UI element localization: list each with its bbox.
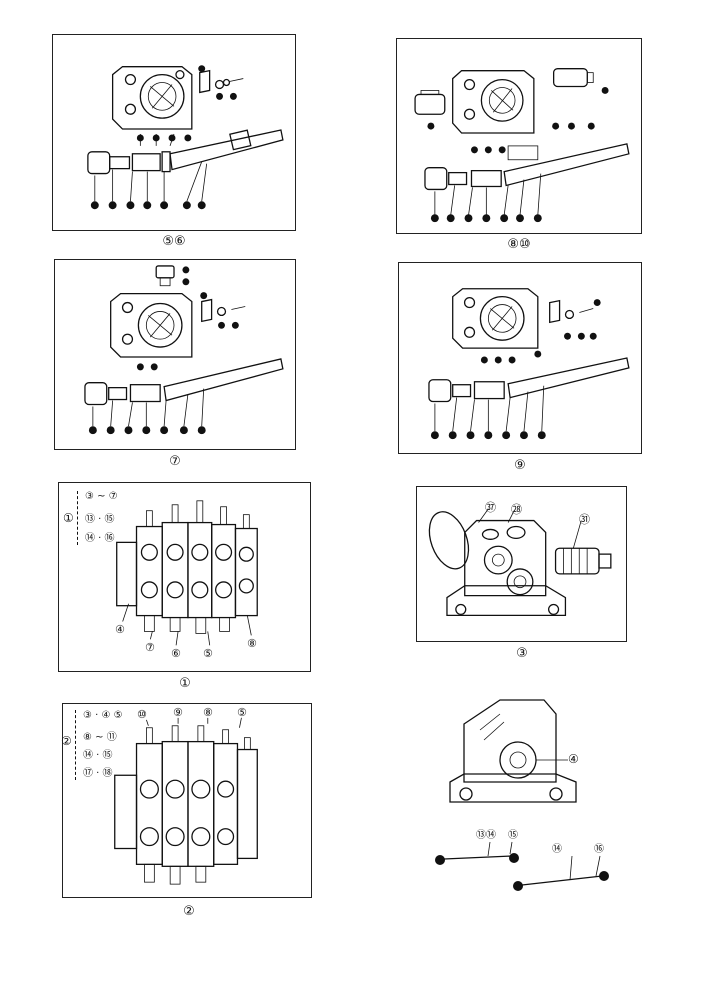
figure-3-frame: ㊲ ㉘ ㉛ [416,486,627,642]
figure-3-callout-31: ㉛ [579,513,590,526]
figure-1-group-bracket [77,491,84,545]
figure-8-10-caption: ⑧⑩ [507,237,531,252]
figure-2-group-item-1: ③ · ④ ⑤ [83,710,123,721]
figure-1-group-item-3: ⑭ · ⑯ [85,533,115,544]
figure-2-callout-10: ⑩ [137,708,147,721]
figure-7-caption: ⑦ [169,454,181,469]
figure-3-caption: ③ [516,646,528,661]
figure-2-port-circles [139,779,235,847]
figure-1-callout-7: ⑦ [145,641,155,654]
figure-2-callout-8: ⑧ [203,706,213,719]
figure-2-group-item-3: ⑭ · ⑮ [83,750,113,761]
figure-1-caption: ① [179,676,191,691]
figure-5-6-callouts [90,65,237,210]
figure-1-group-number: ① [63,511,74,525]
figure-1-drawing [116,500,258,646]
figure-4-bolt-right-callout-16: ⑯ [594,844,604,855]
figure-4-cover-drawing [449,699,577,803]
figure-9-frame [398,262,642,454]
figure-5-6-drawing [87,65,284,210]
figure-1-group-item-1: ③ ~ ⑦ [85,491,118,502]
figure-1-callout-5: ⑤ [203,647,213,660]
figure-1-callout-4: ④ [115,623,125,636]
figure-2-callout-5: ⑤ [237,706,247,719]
figure-1-frame: ① ③ ~ ⑦ ⑬ · ⑮ ⑭ · ⑯ [58,482,311,672]
figure-7-drawing [84,265,284,435]
figure-3-drawing [428,508,612,616]
figure-8-10-frame [396,38,642,234]
figure-4-bolt-right-callout-14: ⑭ [552,844,562,855]
figure-2-group-bracket [75,710,82,780]
figure-7-callouts [88,266,239,435]
figure-2-callout-9: ⑨ [173,706,183,719]
figure-1-callout-6: ⑥ [171,647,181,660]
figure-4-callout-4: ④ [568,752,579,766]
figure-8-10-callouts [427,87,609,223]
figure-1-callout-8: ⑧ [247,637,257,650]
figure-4-bolt-left-drawing [435,841,519,865]
figure-4-cover [444,690,584,810]
figure-4-bolt-left-callout-15: ⑮ [508,830,518,841]
figure-1-port-circles [140,543,254,599]
figure-1-group-item-2: ⑬ · ⑮ [85,514,115,525]
figure-2-group-item-2: ⑧ ~ ⑪ [83,732,117,743]
figure-4-bolt-left-callout-13-14: ⑬⑭ [476,830,496,841]
figure-2-drawing [114,717,258,885]
figure-2-caption: ② [183,904,195,919]
figure-2-group-number: ② [61,734,72,748]
figure-9-callouts [430,299,601,440]
figure-5-6-frame [52,34,296,231]
figure-9-drawing [428,288,630,440]
figure-7-frame [54,259,296,450]
figure-5-6-caption: ⑤⑥ [162,234,186,249]
figure-8-10-drawing [414,68,630,223]
figure-3-callout-28: ㉘ [511,503,522,516]
figure-4-bolt-right-drawing [513,855,609,891]
figure-2-frame: ② ③ · ④ ⑤ ⑧ ~ ⑪ ⑭ · ⑮ ⑰ · ⑱ [61,703,312,898]
figure-3-callout-37: ㊲ [485,501,496,514]
figure-4-bolt-left [432,828,528,872]
figure-2-group-item-4: ⑰ · ⑱ [83,768,113,779]
figure-4-bolt-right [510,842,616,894]
figure-9-caption: ⑨ [514,458,526,473]
